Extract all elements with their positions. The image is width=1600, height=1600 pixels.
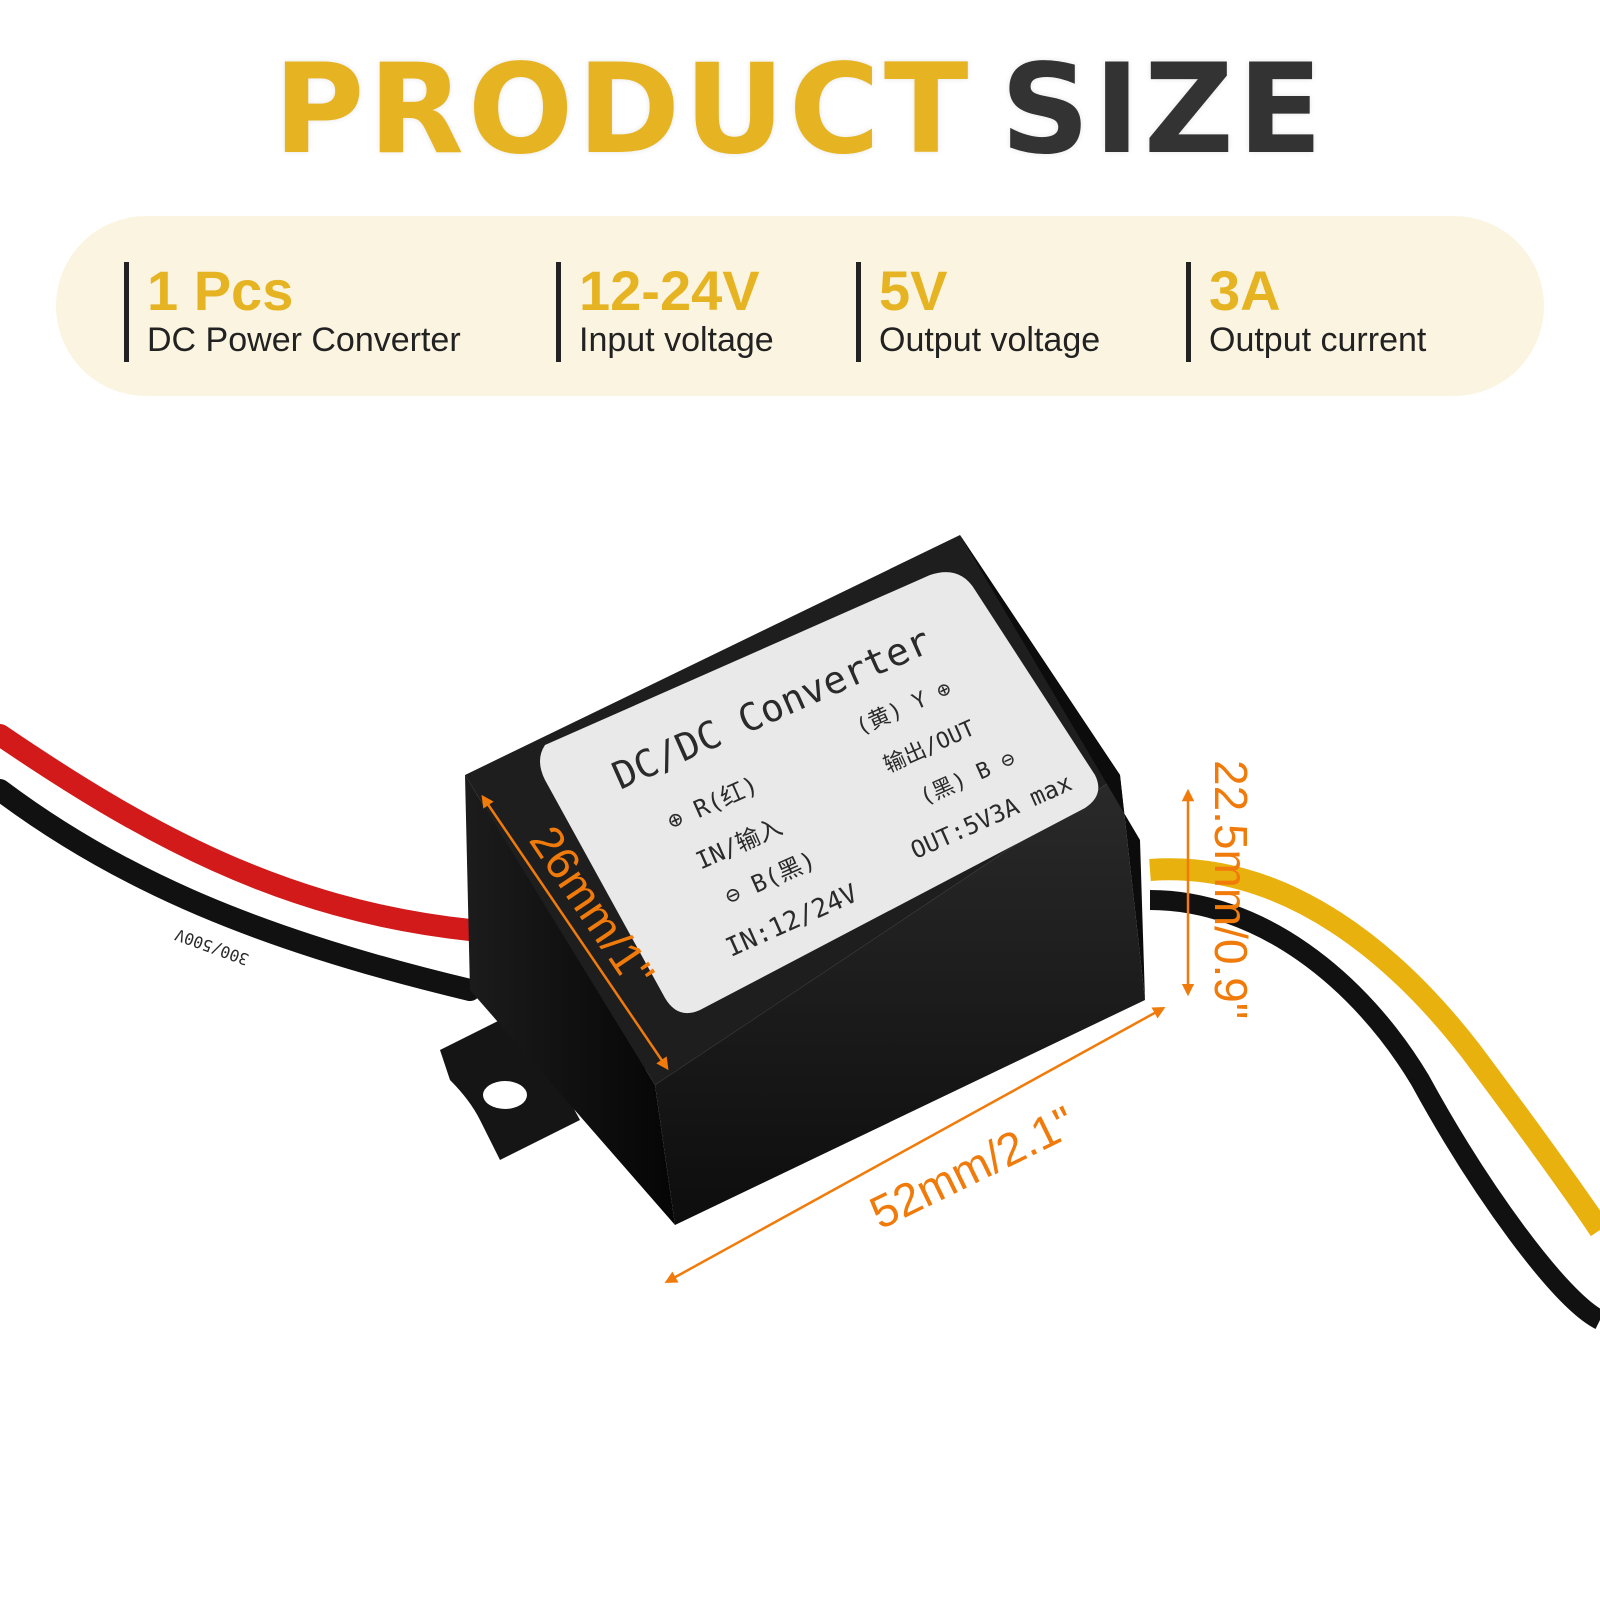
spec-output-voltage: 5V Output voltage (856, 262, 1100, 362)
mounting-hole (483, 1081, 527, 1109)
spec-output-voltage-label: Output voltage (879, 321, 1101, 359)
height-dimension-label: 22.5mm/0.9" (1205, 760, 1257, 1019)
spec-output-current-label: Output current (1209, 321, 1427, 359)
title-word-product: PRODUCT (273, 38, 973, 182)
spec-quantity-value: 1 Pcs (147, 259, 294, 322)
length-dimension-line (664, 1006, 1166, 1284)
title-word-size: SIZE (1000, 38, 1327, 182)
input-wires: 300/500V (0, 724, 481, 1001)
spec-output-voltage-value: 5V (879, 259, 948, 322)
input-black-wire (0, 779, 481, 1001)
spec-output-current: 3A Output current (1186, 262, 1426, 362)
product-illustration: 300/500V DC/DC Converter ⊕ R(红) IN/输入 ⊖ … (0, 535, 1600, 1329)
output-black-wire (1149, 890, 1600, 1329)
spec-input-voltage-label: Input voltage (579, 321, 774, 359)
width-dimension-line (481, 794, 669, 1071)
spec-bar: 1 Pcs DC Power Converter 12-24V Input vo… (56, 216, 1544, 396)
output-wires (1149, 858, 1600, 1329)
spec-output-current-value: 3A (1209, 259, 1281, 322)
output-yellow-wire (1149, 858, 1600, 1237)
spec-input-voltage: 12-24V Input voltage (556, 262, 774, 362)
spec-quantity-label: DC Power Converter (147, 321, 461, 359)
input-red-wire (0, 724, 481, 941)
spec-quantity: 1 Pcs DC Power Converter (124, 262, 461, 362)
spec-input-voltage-value: 12-24V (579, 259, 760, 322)
